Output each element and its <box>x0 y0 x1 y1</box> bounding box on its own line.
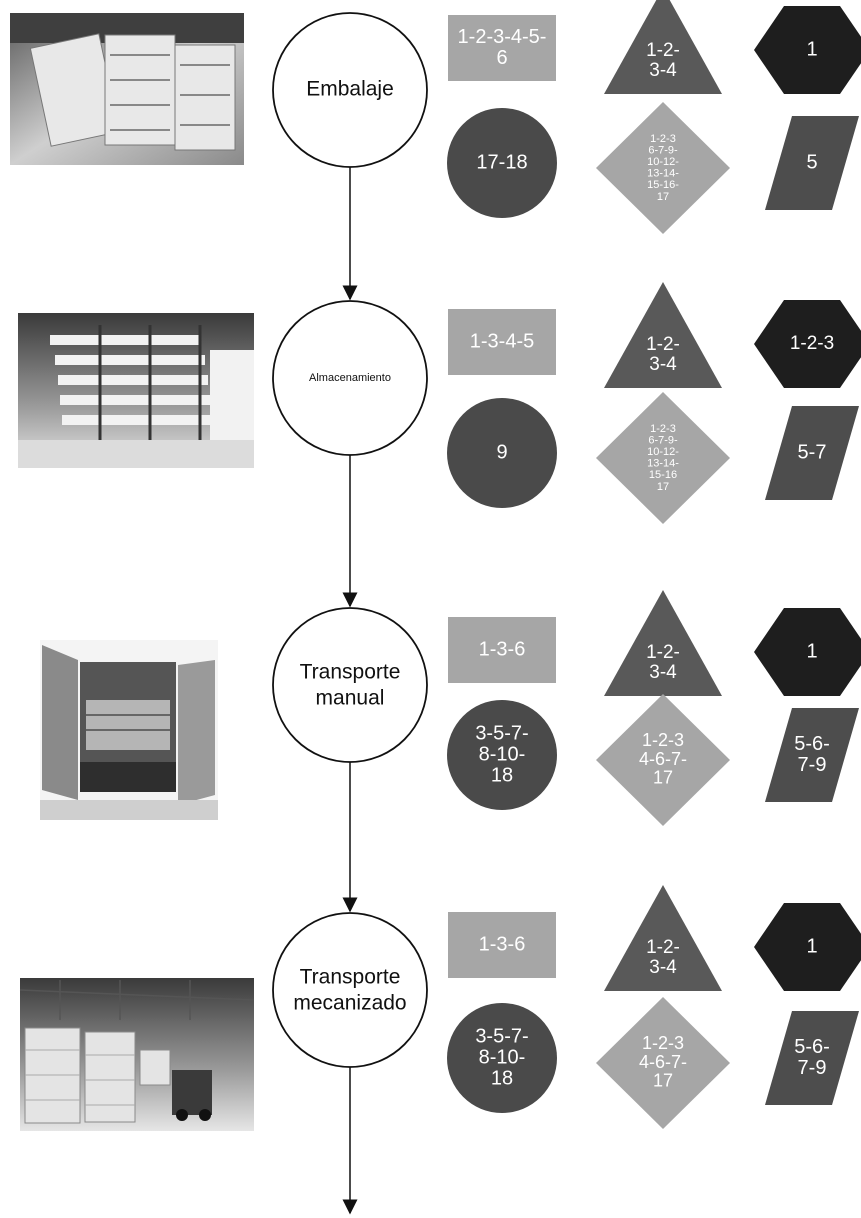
triangle-label: 3-4 <box>649 60 677 81</box>
stage-symbols: 1-2-3-4-5-6 1-2-3-4 1 17-18 1-2-36-7-9-10-12… <box>447 0 861 234</box>
triangle-label: 3-4 <box>649 354 677 375</box>
circle-label: 18 <box>491 764 513 786</box>
hexagon-label: 1 <box>806 640 817 662</box>
parallelogram-label: 5-7 <box>798 441 827 463</box>
diamond-label: 1-2-3 <box>642 730 684 750</box>
circle-label: 17-18 <box>476 151 527 173</box>
stage-label: Almacenamiento <box>309 372 391 384</box>
triangle-label: 1-2- <box>646 334 680 355</box>
circle-label: 8-10- <box>479 1046 526 1068</box>
diamond-label: 1-2-3 <box>642 1033 684 1053</box>
forklift-warehouse-photo <box>19 978 255 1131</box>
diamond-label: 17 <box>657 191 669 203</box>
diamond-label: 1-2-3 <box>650 423 676 435</box>
diamond-label: 17 <box>653 768 673 788</box>
diamond-label: 4-6-7- <box>639 749 687 769</box>
stage-node-transporte-manual: Transporte manual <box>272 607 428 763</box>
stage-node-embalaje: Embalaje <box>272 12 428 168</box>
diamond-symbol <box>596 102 730 234</box>
parallelogram-label: 5-6- <box>794 733 830 755</box>
triangle-label: 3-4 <box>649 662 677 683</box>
triangle-symbol <box>604 885 722 991</box>
stage-node-transporte-mecanizado: Transporte mecanizado <box>272 912 428 1068</box>
hexagon-label: 1 <box>806 935 817 957</box>
circle-label: 8-10- <box>479 743 526 765</box>
triangle-label: 3-4 <box>649 957 677 978</box>
diamond-label: 4-6-7- <box>639 1052 687 1072</box>
diamond-symbol <box>596 694 730 826</box>
diamond-label: 15-16 <box>649 469 677 481</box>
stage-label: Embalaje <box>306 78 394 101</box>
diamond-label: 10-12- <box>647 156 679 168</box>
circle-symbol <box>447 1003 557 1113</box>
triangle-symbol <box>604 0 722 94</box>
parallelogram-label: 7-9 <box>798 1057 827 1079</box>
stage-symbols: 1-3-6 1-2-3-4 1 3-5-7-8-10-18 1-2-34-6-7-17 5… <box>447 590 861 826</box>
parallelogram-symbol <box>765 116 859 210</box>
square-label: 1-3-4-5 <box>470 330 534 352</box>
circle-label: 18 <box>491 1067 513 1089</box>
diamond-label: 10-12- <box>647 446 679 458</box>
square-symbol <box>448 912 556 978</box>
square-label: 1-3-6 <box>479 933 526 955</box>
stage-symbols: 1-3-6 1-2-3-4 1 3-5-7-8-10-18 1-2-34-6-7-17 5… <box>447 885 861 1129</box>
square-symbol <box>448 15 556 81</box>
diamond-label: 17 <box>653 1071 673 1091</box>
stage-label-line-1: Transporte <box>300 966 401 989</box>
hexagon-symbol <box>754 300 861 388</box>
parallelogram-symbol <box>765 708 859 802</box>
circle-symbol <box>447 700 557 810</box>
hexagon-symbol <box>754 6 861 94</box>
parallelogram-label: 5-6- <box>794 1036 830 1058</box>
triangle-symbol <box>604 590 722 696</box>
square-symbol <box>448 617 556 683</box>
diamond-label: 13-14- <box>647 458 679 470</box>
diamond-label: 13-14- <box>647 168 679 180</box>
hexagon-symbol <box>754 608 861 696</box>
circle-symbol <box>447 398 557 508</box>
circle-label: 3-5-7- <box>475 722 528 744</box>
stage-label-line-2: manual <box>316 687 385 710</box>
parallelogram-symbol <box>765 1011 859 1105</box>
diamond-label: 15-16- <box>647 179 679 191</box>
diamond-label: 17 <box>657 481 669 493</box>
truck-unloading-photo <box>40 640 218 820</box>
triangle-label: 1-2- <box>646 937 680 958</box>
square-label: 1-3-6 <box>479 638 526 660</box>
diamond-symbol <box>596 997 730 1129</box>
triangle-label: 1-2- <box>646 642 680 663</box>
diamond-symbol <box>596 392 730 524</box>
stage-node-almacenamiento: Almacenamiento <box>272 300 428 456</box>
hexagon-label: 1-2-3 <box>790 333 834 354</box>
parallelogram-label: 7-9 <box>798 754 827 776</box>
square-label: 1-2-3-4-5- <box>458 26 547 48</box>
stage-label-line-1: Transporte <box>300 661 401 684</box>
circle-label: 9 <box>496 441 507 463</box>
diamond-label: 6-7-9- <box>648 435 678 447</box>
square-symbol <box>448 309 556 375</box>
triangle-label: 1-2- <box>646 40 680 61</box>
pallet-stack-photo <box>10 13 244 165</box>
hexagon-symbol <box>754 903 861 991</box>
diamond-label: 1-2-3 <box>650 133 676 145</box>
stage-label-line-2: mecanizado <box>293 992 406 1015</box>
parallelogram-symbol <box>765 406 859 500</box>
parallelogram-label: 5 <box>806 151 817 173</box>
circle-symbol <box>447 108 557 218</box>
diamond-label: 6-7-9- <box>648 145 678 157</box>
circle-label: 3-5-7- <box>475 1025 528 1047</box>
triangle-symbol <box>604 282 722 388</box>
square-label: 6 <box>496 47 507 69</box>
hexagon-label: 1 <box>806 38 817 60</box>
warehouse-rack-photo <box>18 313 254 468</box>
